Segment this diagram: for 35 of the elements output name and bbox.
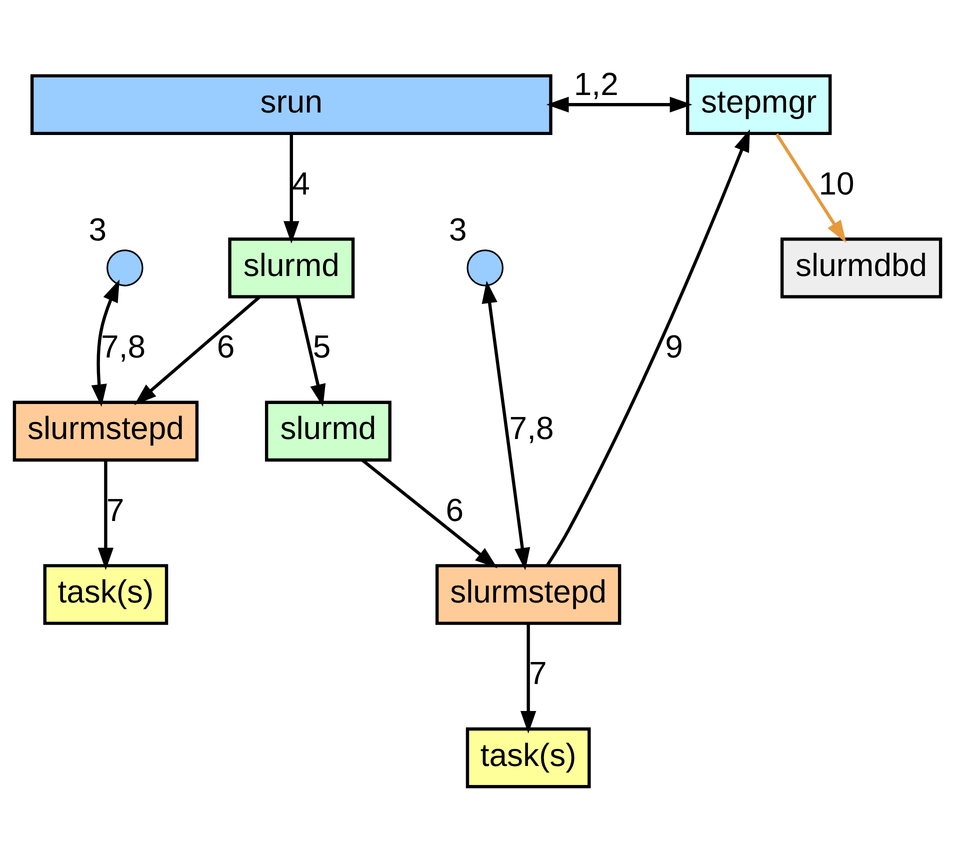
edge-label: 6 [216, 328, 235, 364]
arrow [482, 280, 530, 570]
edge-label: 7,8 [101, 328, 146, 364]
edge-label: 9 [665, 328, 683, 364]
edge-label: 1,2 [574, 66, 618, 102]
node-box: task(s) [466, 726, 591, 788]
node-circle [466, 249, 504, 286]
node-box: slurmstepd [435, 564, 622, 624]
arrow [284, 134, 300, 244]
edge-label: 5 [312, 328, 331, 364]
node-box: srun [30, 74, 552, 135]
arrow [775, 132, 846, 242]
arrow [520, 623, 536, 733]
arrow [98, 460, 114, 570]
arrow [134, 295, 261, 405]
arrow [296, 296, 326, 406]
node-box: slurmd [264, 400, 392, 462]
edge-label: 4 [292, 164, 310, 201]
edge-label: 7 [106, 491, 124, 528]
edge-label: 6 [446, 491, 464, 528]
node-box: stepmgr [686, 74, 832, 135]
node-box: slurmd [228, 237, 355, 298]
edge-label: 7 [529, 654, 547, 691]
node-circle [106, 249, 144, 286]
arrow [546, 96, 692, 112]
arrow [362, 458, 498, 568]
edge-label: 10 [818, 164, 854, 201]
node-label: 3 [448, 211, 467, 248]
node-box: slurmdbd [780, 237, 942, 298]
arrow [91, 279, 120, 406]
node-box: slurmstepd [12, 400, 199, 462]
node-box: task(s) [43, 564, 168, 624]
edge-label: 7,8 [509, 410, 554, 446]
arrow [546, 128, 750, 566]
node-label: 3 [88, 211, 107, 248]
